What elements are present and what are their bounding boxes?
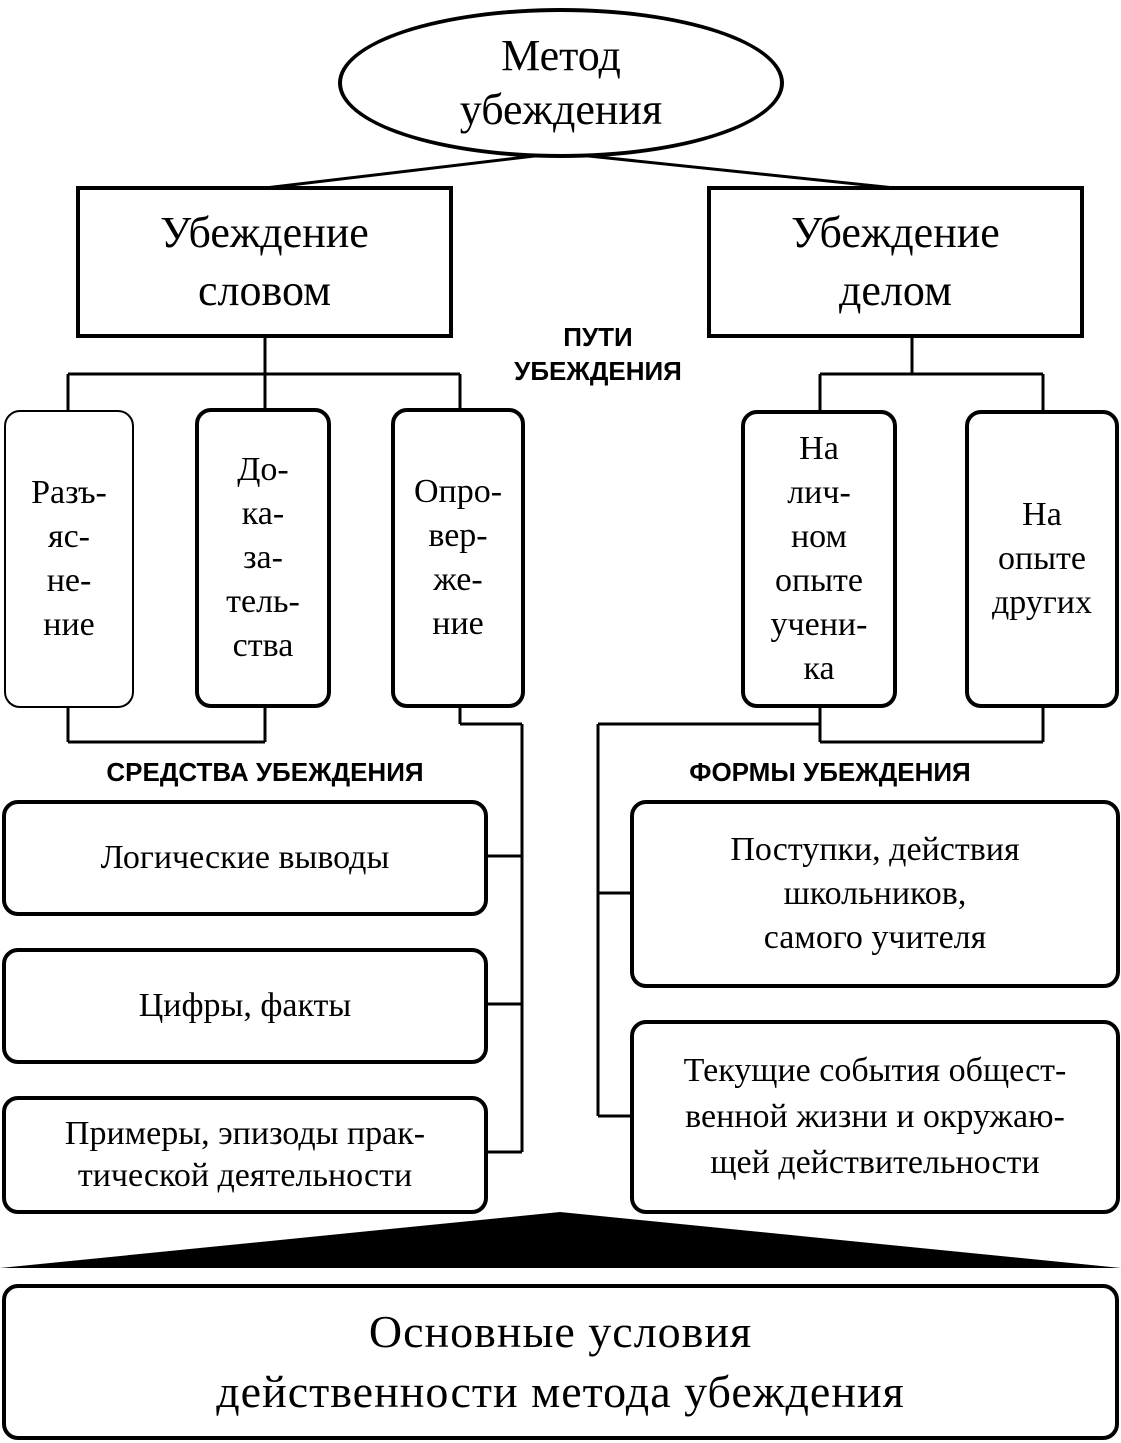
path-others-experience: На опыте других xyxy=(965,410,1119,708)
label-paths: ПУТИ УБЕЖДЕНИЯ xyxy=(514,322,682,386)
footer-conditions: Основные условия действенности метода уб… xyxy=(2,1284,1119,1440)
label-means: СРЕДСТВА УБЕЖДЕНИЯ xyxy=(106,757,424,787)
path-explanation: Разъ- яс- не- ние xyxy=(4,410,134,708)
path-refutation: Опро- вер- же- ние xyxy=(391,408,525,708)
means-logical-conclusions: Логические выводы xyxy=(2,800,488,916)
label-forms: ФОРМЫ УБЕЖДЕНИЯ xyxy=(689,757,971,787)
form-current-events: Текущие события общест- венной жизни и о… xyxy=(630,1020,1120,1214)
foundation-triangle xyxy=(0,1212,1121,1268)
means-examples: Примеры, эпизоды прак- тической деятельн… xyxy=(2,1096,488,1214)
form-actions: Поступки, действия школьников, самого уч… xyxy=(630,800,1120,988)
branch-deed: Убеждение делом xyxy=(707,186,1084,338)
path-personal-experience: На лич- ном опыте учени- ка xyxy=(741,410,897,708)
root-node: Метод убеждения xyxy=(338,8,784,158)
branch-word: Убеждение словом xyxy=(76,186,453,338)
path-proof: До- ка- за- тель- ства xyxy=(195,408,331,708)
means-figures-facts: Цифры, факты xyxy=(2,948,488,1064)
